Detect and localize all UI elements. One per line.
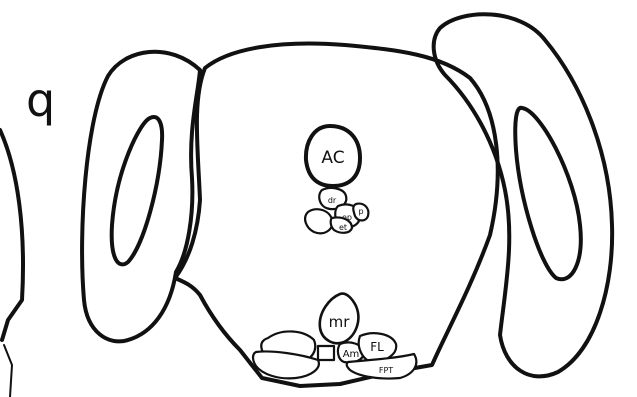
fl-label: FL xyxy=(370,340,384,354)
ac-label: AC xyxy=(321,148,344,168)
dr-label: dr xyxy=(328,196,337,205)
am-label: Am xyxy=(343,349,360,360)
fpt-label: FPT xyxy=(379,366,393,375)
p-label: p xyxy=(358,207,363,216)
et-label: et xyxy=(339,223,347,232)
mr-label: mr xyxy=(329,313,351,331)
left-inner-cavity xyxy=(112,117,162,264)
left-edge-lower-fragment xyxy=(4,345,12,397)
panel-letter: q xyxy=(26,73,55,127)
dorsal-small-nuclei-cluster: dr ep p et xyxy=(305,188,368,233)
right-inner-cavity xyxy=(515,108,581,279)
left-edge-fragment xyxy=(0,130,23,340)
left-small-nucleus xyxy=(305,209,332,233)
left-outer-band xyxy=(82,52,200,342)
ventral-nuclei-cluster: mr Am FL FPT xyxy=(253,294,416,379)
ventral-small-square xyxy=(318,346,334,360)
